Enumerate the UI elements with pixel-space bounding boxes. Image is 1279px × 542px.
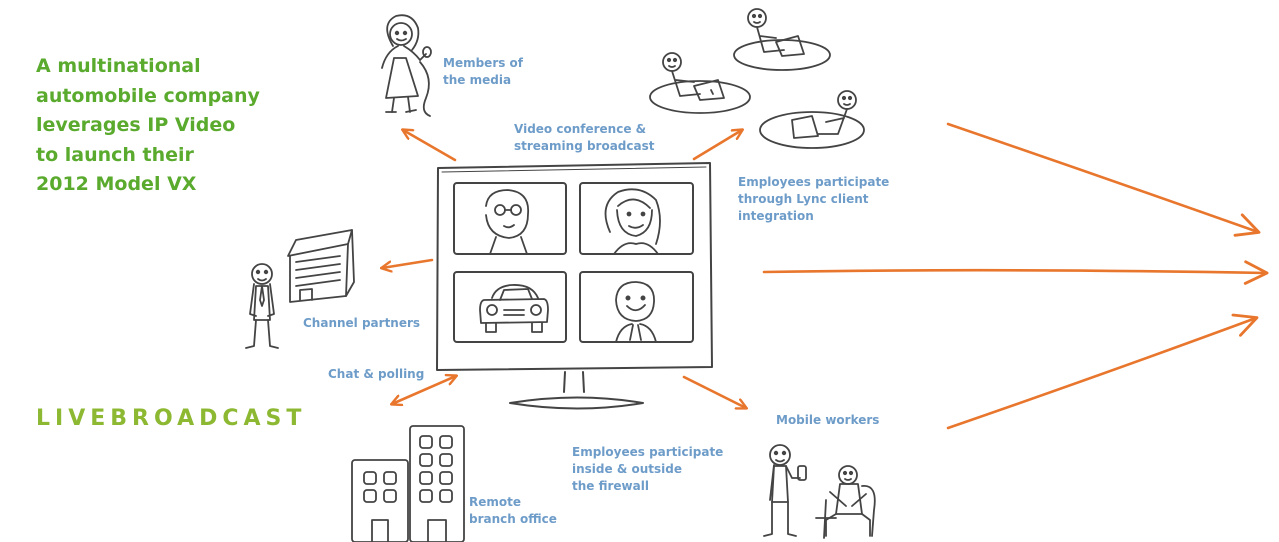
label-line: branch office [469, 512, 557, 526]
label-lync: Employees participate through Lync clien… [738, 174, 889, 225]
seated-worker-person-icon [815, 465, 876, 539]
mobile-phone-icon [797, 465, 807, 481]
car-icon [479, 284, 549, 333]
headline-line: 2012 Model VX [36, 173, 197, 195]
headline-line: to launch their [36, 143, 194, 166]
headline-line: leverages IP Video [36, 114, 236, 136]
headline-text: A multinational automobile company lever… [36, 52, 336, 200]
person-glasses-icon [485, 189, 530, 255]
person-woman-icon [604, 188, 661, 255]
label-line: streaming broadcast [514, 139, 655, 153]
label-mobile-workers: Mobile workers [776, 413, 880, 427]
label-line: through Lync client [738, 192, 869, 206]
label-line: integration [738, 209, 814, 223]
mobile-worker-person-icon [763, 444, 801, 537]
channel-partner-person-icon [245, 263, 279, 349]
label-line: inside & outside [572, 462, 682, 476]
person-tie-icon [615, 281, 657, 343]
label-line: Employees participate [572, 445, 724, 459]
label-line: Video conference & [514, 122, 647, 136]
headline-line: automobile company [36, 84, 260, 107]
label-line: Employees participate [738, 175, 890, 189]
label-line: the media [443, 73, 512, 87]
arrow-icon [382, 130, 746, 408]
label-line: Members of [443, 56, 524, 70]
headline-line: A multinational [36, 55, 201, 77]
broadcast-arrow-icon [762, 122, 1269, 430]
label-chat-polling: Chat & polling [328, 367, 425, 381]
monitor-icon [436, 162, 713, 410]
label-line: the firewall [572, 479, 649, 493]
label-line: Remote [469, 495, 522, 509]
label-conference: Video conference & streaming broadcast [514, 121, 655, 155]
label-media: Members of the media [443, 55, 523, 89]
branch-office-building-icon [351, 425, 465, 542]
label-firewall: Employees participate inside & outside t… [572, 444, 723, 495]
building-icon [287, 229, 355, 303]
brand-title: LIVEBROADCAST [36, 406, 307, 431]
reporter-person-icon [381, 14, 432, 117]
laptop-users-icon [649, 8, 865, 149]
label-branch-office: Remote branch office [469, 494, 557, 528]
label-channel-partners: Channel partners [303, 316, 421, 330]
